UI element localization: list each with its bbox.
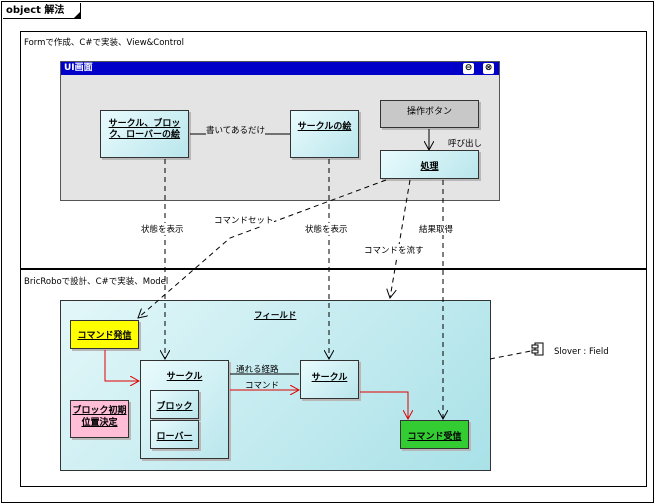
region-model-label: BricRoboで設計、C#で実装、Model bbox=[24, 277, 169, 287]
circle-container-label: サークル bbox=[166, 372, 203, 382]
block[interactable]: ブロック bbox=[150, 390, 199, 419]
label-call: 呼び出し bbox=[448, 139, 483, 149]
component-icon bbox=[531, 342, 545, 356]
label-command: コマンド bbox=[245, 381, 280, 391]
rover[interactable]: ローバー bbox=[150, 420, 199, 449]
label-show-state-right: 状態を表示 bbox=[305, 223, 348, 235]
block-init-position[interactable]: ブロック初期位置決定 bbox=[70, 400, 129, 438]
edge-send-command bbox=[390, 179, 411, 298]
command-send[interactable]: コマンド発信 bbox=[70, 320, 139, 349]
operation-button[interactable]: 操作ボタン bbox=[380, 100, 479, 128]
region-view-control-label: Formで作成、C#で実装、View&Control bbox=[24, 38, 184, 48]
label-show-state-left: 状態を表示 bbox=[141, 223, 184, 235]
solver-label: Slover : Field bbox=[554, 347, 609, 357]
minimize-icon[interactable]: ⊖ bbox=[463, 63, 474, 74]
ui-window-title: UI画面 bbox=[64, 63, 93, 73]
field-title: フィールド bbox=[254, 311, 297, 321]
label-get-result: 結果取得 bbox=[419, 223, 454, 235]
frame-title: object 解法 bbox=[3, 3, 82, 19]
close-icon[interactable]: ⊗ bbox=[483, 63, 494, 74]
process[interactable]: 処理 bbox=[380, 150, 479, 179]
edge-solver bbox=[489, 350, 532, 360]
circle-picture[interactable]: サークルの絵 bbox=[290, 110, 359, 158]
edge-command-send-to-circle bbox=[104, 350, 139, 381]
region-model bbox=[20, 268, 647, 487]
region-view-control bbox=[20, 31, 647, 270]
circle-target[interactable]: サークル bbox=[300, 360, 359, 399]
label-command-set: コマンドセット bbox=[214, 214, 274, 226]
label-passable-path: 通れる経路 bbox=[236, 365, 279, 375]
label-send-command: コマンドを流す bbox=[364, 244, 424, 256]
circle-block-rover-picture[interactable]: サークル、ブロック、ローバーの絵 bbox=[100, 110, 189, 158]
command-receive[interactable]: コマンド受信 bbox=[400, 420, 469, 449]
ui-window-titlebar: UI画面 ⊖ ⊗ bbox=[61, 62, 499, 75]
edge-target-to-receive bbox=[360, 391, 408, 419]
label-only-drawn: 書いてあるだけ bbox=[206, 124, 265, 136]
edge-command-set bbox=[138, 179, 387, 318]
